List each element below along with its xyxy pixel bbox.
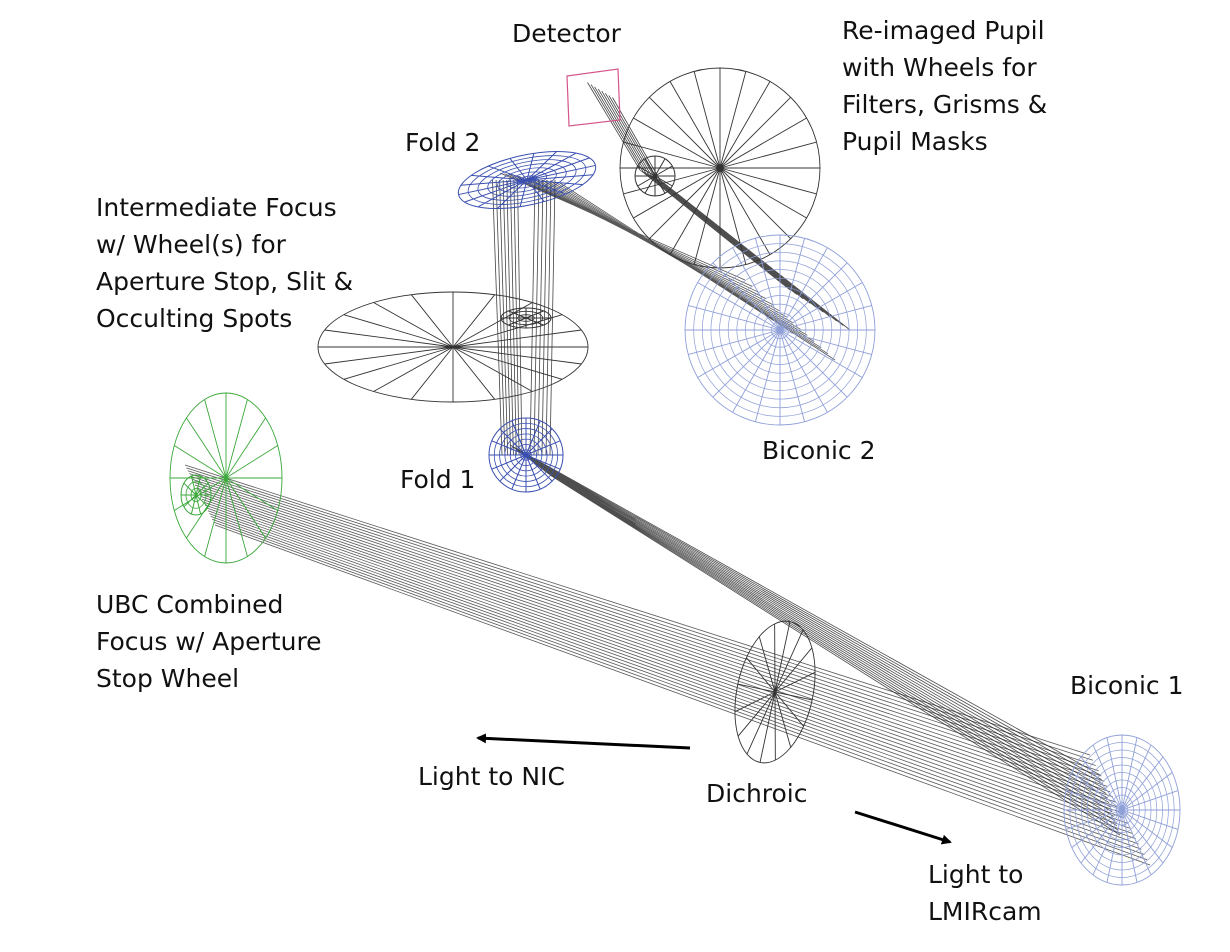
intermediate-focus-wheel	[317, 291, 589, 403]
dichroic-plate-spokes	[734, 621, 816, 763]
pupil-small-disk	[634, 155, 676, 197]
label-reimaged-pupil-line: Filters, Grisms &	[842, 90, 1048, 119]
optical-elements	[169, 67, 1181, 886]
label-reimaged-pupil-line: Re-imaged Pupil	[842, 16, 1045, 45]
reimaged-pupil-wheel-spokes	[620, 68, 820, 268]
rays-biconic2-to-pupil	[639, 169, 851, 331]
ubc-focus-small	[180, 474, 212, 516]
arrow-light-to-lmircam	[854, 810, 952, 845]
label-ubc-focus-line: UBC Combined	[96, 590, 284, 619]
label-lmircam-line: LMIRcam	[928, 897, 1042, 926]
label-fold-2: Fold 2	[405, 128, 481, 157]
label-dichroic: Dichroic	[706, 779, 808, 808]
rays-ubc-to-biconic1-lines	[184, 464, 1151, 866]
pupil-small-disk-spokes	[635, 156, 675, 196]
biconic2-mirror-spokes	[685, 235, 875, 425]
label-intermediate-focus-line: Intermediate Focus	[96, 193, 337, 222]
detector-plane	[566, 68, 621, 127]
dichroic-plate	[734, 620, 816, 764]
ubc-focus-small-spokes	[181, 475, 211, 515]
rays-biconic1-to-fold1	[509, 444, 1121, 836]
label-biconic-1: Biconic 1	[1070, 671, 1184, 700]
biconic1-mirror-spokes	[1064, 735, 1180, 885]
fold2-mirror-spokes	[458, 151, 596, 209]
intermediate-focus-small	[500, 307, 552, 329]
rays-ubc-to-biconic1	[184, 464, 1151, 866]
ubc-focus-wheel-spokes	[170, 393, 282, 563]
rays-biconic2-to-pupil-lines	[639, 169, 851, 331]
label-ubc-focus-line: Stop Wheel	[96, 664, 240, 693]
label-fold-1: Fold 1	[400, 465, 476, 494]
label-ubc-focus-line: Focus w/ Aperture	[96, 627, 322, 656]
biconic1-mirror	[1063, 734, 1181, 886]
label-intermediate-focus-line: Aperture Stop, Slit &	[96, 267, 354, 296]
label-detector: Detector	[512, 19, 621, 48]
fold1-mirror-spokes	[489, 418, 563, 492]
intermediate-focus-small-spokes	[501, 308, 551, 328]
intermediate-focus-wheel-spokes	[318, 292, 588, 402]
fold1-mirror	[488, 417, 564, 493]
biconic2-mirror	[684, 234, 876, 426]
rays-fold2-to-biconic2	[499, 172, 836, 361]
rays-biconic1-to-fold1-lines	[509, 444, 1121, 836]
arrow-light-to-nic	[476, 733, 691, 750]
label-lmircam-line: Light to	[928, 860, 1024, 889]
label-intermediate-focus-line: w/ Wheel(s) for	[96, 230, 286, 259]
label-biconic-2: Biconic 2	[762, 436, 876, 465]
label-reimaged-pupil-line: with Wheels for	[842, 53, 1037, 82]
rays-fold2-to-biconic2-lines	[499, 172, 836, 361]
ubc-focus-wheel	[169, 392, 283, 564]
fold2-mirror	[457, 151, 597, 209]
label-intermediate-focus-line: Occulting Spots	[96, 304, 293, 333]
label-light-to-nic: Light to NIC	[418, 762, 565, 791]
label-reimaged-pupil-line: Pupil Masks	[842, 127, 988, 156]
